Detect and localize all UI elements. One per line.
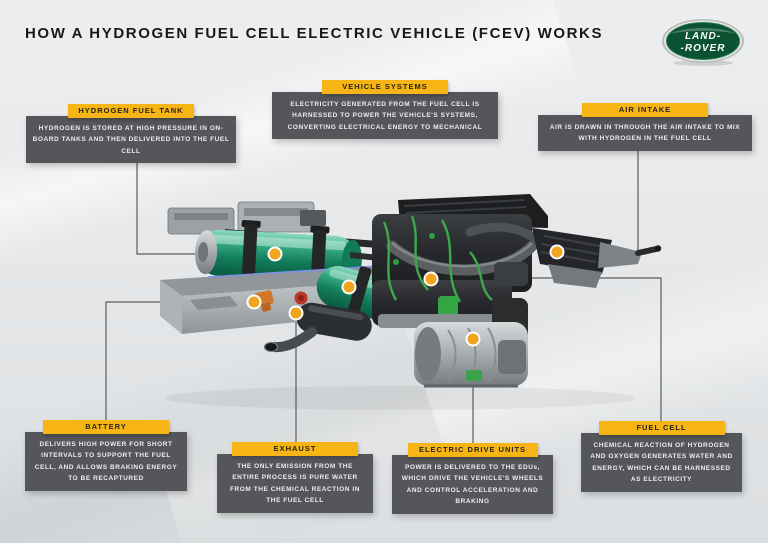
callout-title-hydrogen-fuel-tank: HYDROGEN FUEL TANK: [68, 104, 194, 118]
callout-title-electric-drive-units: ELECTRIC DRIVE UNITS: [407, 443, 538, 457]
electric-drive-unit-graphic: [414, 298, 528, 388]
callout-body-vehicle-systems: ELECTRICITY GENERATED FROM THE FUEL CELL…: [272, 92, 498, 140]
page-title: HOW A HYDROGEN FUEL CELL ELECTRIC VEHICL…: [25, 25, 604, 42]
callout-title-fuel-cell: FUEL CELL: [598, 421, 725, 435]
marker-dot-exhaust: [288, 305, 304, 321]
land-rover-logo: LAND- -ROVER: [662, 19, 744, 66]
powertrain-illustration: [160, 194, 662, 410]
marker-dot-air-intake: [549, 244, 565, 260]
callout-hydrogen-fuel-tank: HYDROGEN FUEL TANK HYDROGEN IS STORED AT…: [26, 104, 236, 164]
callout-body-fuel-cell: CHEMICAL REACTION OF HYDROGEN AND OXYGEN…: [581, 433, 742, 492]
marker-dot-fuel-cell: [423, 271, 439, 287]
logo-text-land: LAND-: [685, 31, 721, 42]
callout-body-exhaust: THE ONLY EMISSION FROM THE ENTIRE PROCES…: [217, 454, 373, 513]
callout-body-hydrogen-fuel-tank: HYDROGEN IS STORED AT HIGH PRESSURE IN O…: [26, 116, 236, 164]
callout-air-intake: AIR INTAKE AIR IS DRAWN IN THROUGH THE A…: [538, 103, 752, 151]
logo-inner-ring: [666, 22, 740, 60]
air-intake-box-graphic: [532, 228, 662, 288]
callout-fuel-cell: FUEL CELL CHEMICAL REACTION OF HYDROGEN …: [581, 421, 742, 492]
marker-dot-hydrogen-fuel-tank: [267, 246, 283, 262]
red-cap-graphic: [294, 291, 308, 305]
callout-title-air-intake: AIR INTAKE: [582, 103, 708, 117]
logo-highlight: [670, 28, 736, 34]
callout-title-exhaust: EXHAUST: [232, 442, 358, 456]
callout-body-air-intake: AIR IS DRAWN IN THROUGH THE AIR INTAKE T…: [538, 115, 752, 151]
marker-dot-vehicle-systems: [341, 279, 357, 295]
callout-vehicle-systems: VEHICLE SYSTEMS ELECTRICITY GENERATED FR…: [272, 80, 498, 140]
callout-exhaust: EXHAUST THE ONLY EMISSION FROM THE ENTIR…: [217, 442, 373, 513]
callout-body-electric-drive-units: POWER IS DELIVERED TO THE EDUs, WHICH DR…: [392, 455, 553, 514]
marker-dot-electric-drive-units: [465, 331, 481, 347]
exhaust-graphic: [263, 302, 372, 353]
ground-shadow: [165, 386, 635, 410]
callout-title-vehicle-systems: VEHICLE SYSTEMS: [322, 80, 448, 94]
callout-title-battery: BATTERY: [43, 420, 169, 434]
logo-oval: [666, 22, 740, 60]
callout-battery: BATTERY DELIVERS HIGH POWER FOR SHORT IN…: [25, 420, 187, 491]
callout-electric-drive-units: ELECTRIC DRIVE UNITS POWER IS DELIVERED …: [392, 443, 553, 514]
marker-dot-battery: [246, 294, 262, 310]
logo-text-rover: -ROVER: [681, 43, 726, 54]
callout-body-battery: DELIVERS HIGH POWER FOR SHORT INTERVALS …: [25, 432, 187, 491]
